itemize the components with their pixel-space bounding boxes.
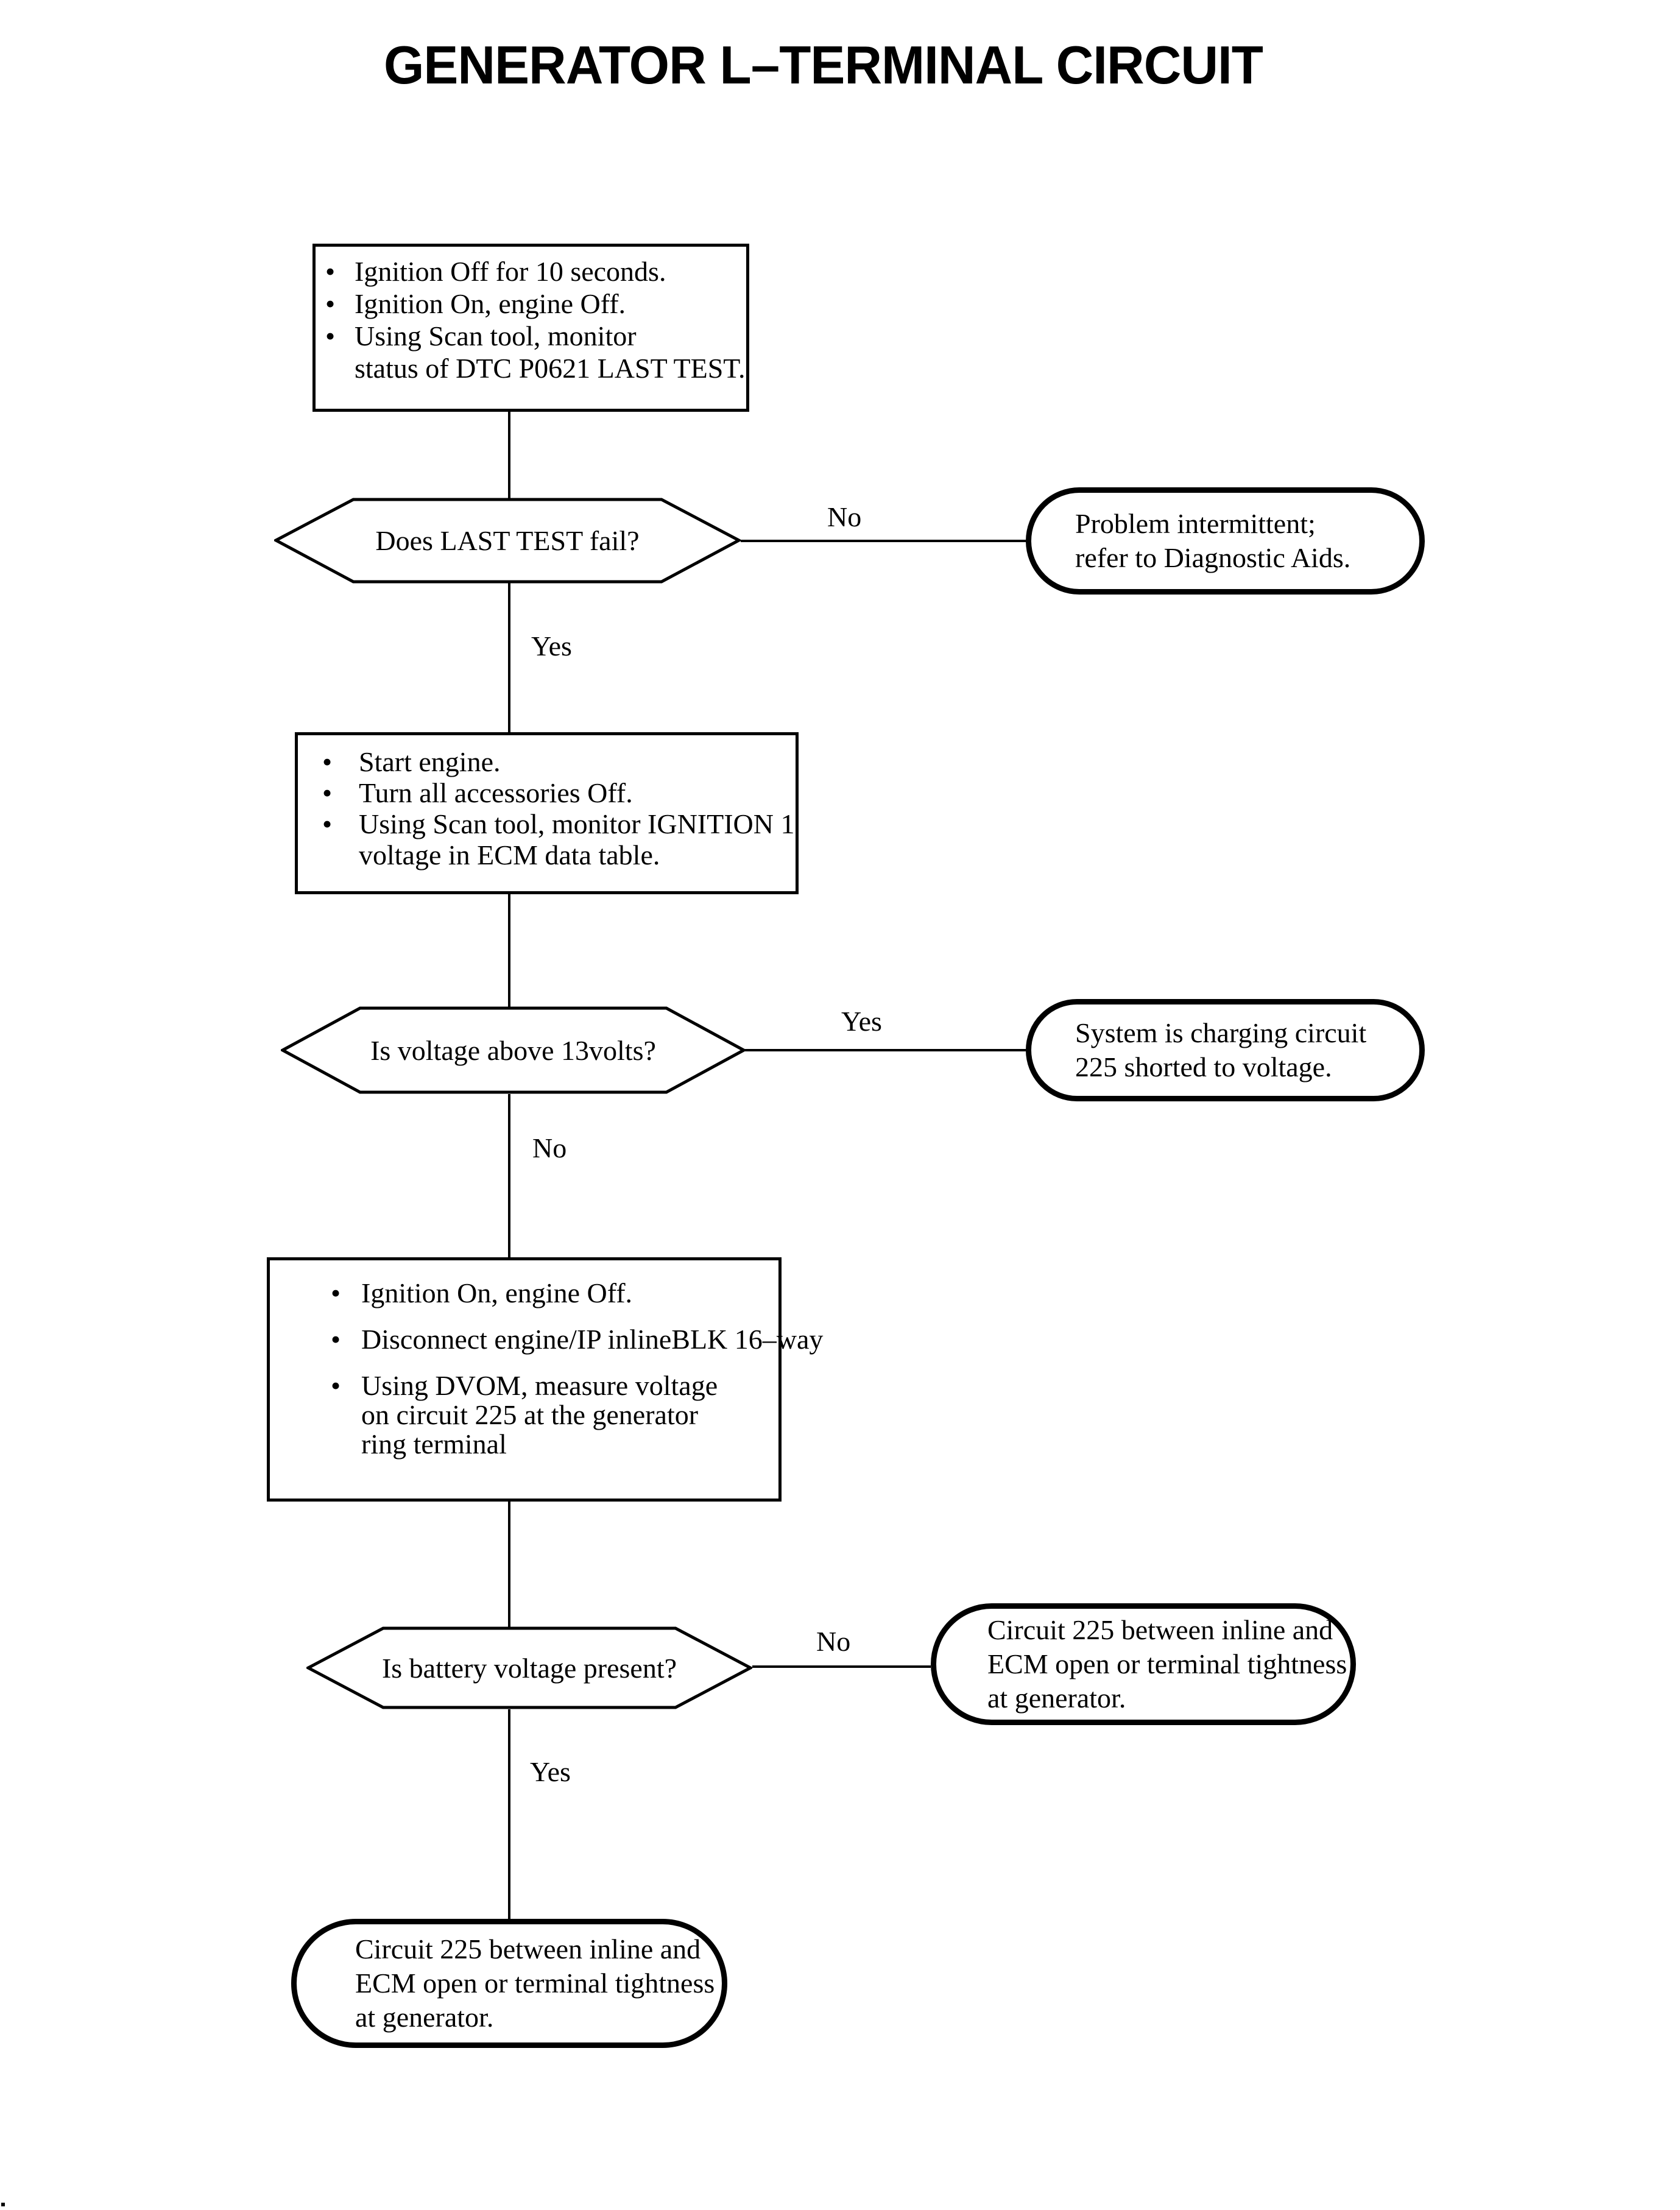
- bullet-icon: •: [331, 1277, 341, 1308]
- terminal-text: Circuit 225 between inline and ECM open …: [355, 1933, 715, 2033]
- step-text: Start engine.: [359, 746, 501, 777]
- bullet-icon: •: [322, 808, 333, 839]
- bullet-item: • Turn all accessories Off.: [322, 777, 796, 808]
- branch-label-yes-3: Yes: [530, 1756, 571, 1787]
- terminal-oval-1: Problem intermittent; refer to Diagnosti…: [1026, 487, 1425, 595]
- hexagon-shape: [281, 1006, 746, 1094]
- bullet-item: • Start engine.: [322, 746, 796, 777]
- bullet-item: • Ignition On, engine Off.: [325, 288, 746, 320]
- hexagon-shape: [274, 498, 741, 584]
- step-text: Using Scan tool, monitor status of DTC P…: [355, 320, 746, 384]
- step-text: Using DVOM, measure voltage on circuit 2…: [361, 1370, 718, 1460]
- bullet-item: • Ignition Off for 10 seconds.: [325, 255, 746, 288]
- scan-artifact-dot: [1, 2203, 5, 2206]
- bullet-icon: •: [325, 320, 336, 351]
- step-text: Using Scan tool, monitor IGNITION 1 volt…: [359, 808, 795, 870]
- decision-hexagon-3: Is battery voltage present?: [306, 1626, 752, 1709]
- process-box-1: • Ignition Off for 10 seconds. • Ignitio…: [312, 244, 749, 412]
- bullet-item: • Using DVOM, measure voltage on circuit…: [331, 1371, 778, 1459]
- page-title: GENERATOR L–TERMINAL CIRCUIT: [384, 35, 1263, 95]
- terminal-text: System is charging circuit 225 shorted t…: [1075, 1017, 1367, 1082]
- connector-line: [745, 1049, 1026, 1051]
- step-text: Ignition On, engine Off.: [361, 1277, 633, 1308]
- bullet-icon: •: [331, 1324, 341, 1355]
- step-text: Turn all accessories Off.: [359, 777, 633, 808]
- terminal-text: Problem intermittent; refer to Diagnosti…: [1075, 508, 1351, 573]
- bullet-icon: •: [325, 256, 336, 287]
- connector-line: [741, 540, 1026, 542]
- terminal-oval-2: System is charging circuit 225 shorted t…: [1026, 999, 1425, 1101]
- bullet-item: • Using Scan tool, monitor status of DTC…: [325, 320, 746, 384]
- process-box-2: • Start engine. • Turn all accessories O…: [295, 732, 799, 894]
- bullet-icon: •: [325, 288, 336, 319]
- branch-label-yes-2: Yes: [841, 1006, 882, 1037]
- connector-line: [752, 1665, 931, 1668]
- connector-line: [508, 412, 510, 500]
- decision-question: Does LAST TEST fail?: [375, 525, 640, 556]
- decision-question: Is battery voltage present?: [381, 1652, 677, 1684]
- branch-label-no-2: No: [532, 1132, 567, 1163]
- connector-line: [508, 1709, 510, 1920]
- connector-line: [508, 583, 510, 733]
- step-text: Disconnect engine/IP inlineBLK 16–way: [361, 1324, 824, 1355]
- decision-hexagon-2: Is voltage above 13volts?: [281, 1006, 746, 1094]
- connector-line: [508, 1502, 510, 1628]
- step-text: Ignition Off for 10 seconds.: [355, 256, 666, 287]
- decision-hexagon-1: Does LAST TEST fail?: [274, 498, 741, 584]
- branch-label-no-3: No: [816, 1626, 851, 1657]
- bullet-item: • Using Scan tool, monitor IGNITION 1 vo…: [322, 808, 796, 870]
- bullet-item: • Disconnect engine/IP inlineBLK 16–way: [331, 1324, 823, 1355]
- branch-label-no-1: No: [827, 501, 862, 532]
- terminal-oval-3: Circuit 225 between inline and ECM open …: [931, 1603, 1356, 1725]
- step-text: Ignition On, engine Off.: [355, 288, 626, 319]
- connector-line: [508, 894, 510, 1007]
- bullet-icon: •: [322, 746, 333, 777]
- branch-label-yes-1: Yes: [531, 630, 572, 662]
- bullet-item: • Ignition On, engine Off.: [331, 1279, 778, 1308]
- bullet-icon: •: [322, 777, 333, 808]
- decision-question: Is voltage above 13volts?: [370, 1034, 656, 1066]
- process-box-3: • Ignition On, engine Off. • Disconnect …: [267, 1257, 823, 1502]
- hexagon-shape: [306, 1626, 752, 1709]
- terminal-oval-4: Circuit 225 between inline and ECM open …: [291, 1919, 727, 2048]
- terminal-text: Circuit 225 between inline and ECM open …: [987, 1614, 1347, 1714]
- connector-line: [508, 1094, 510, 1259]
- bullet-icon: •: [331, 1370, 341, 1401]
